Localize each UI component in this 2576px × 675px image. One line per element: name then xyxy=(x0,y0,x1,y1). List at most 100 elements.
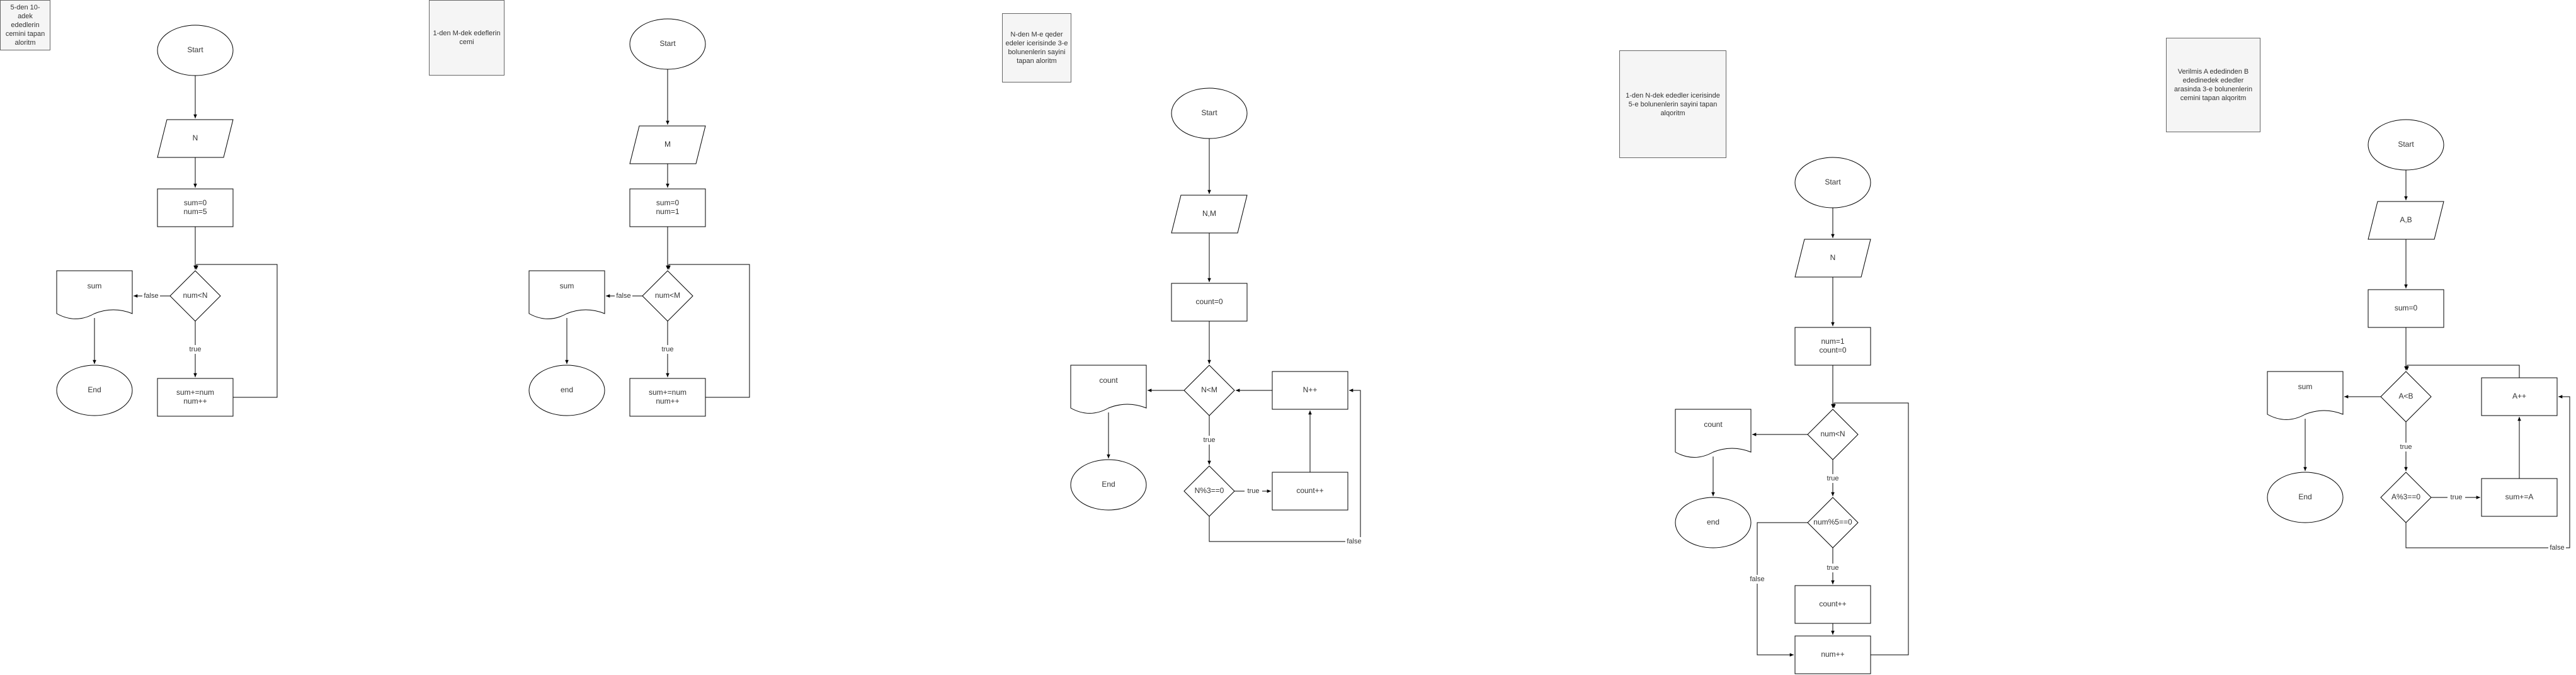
f1-init-process-label: sum=0 xyxy=(184,198,207,207)
f5-condition xyxy=(2380,371,2432,423)
f5-increment-a xyxy=(2481,377,2558,416)
f5-true-label-bg xyxy=(2397,443,2415,451)
f5-sum-accumulate-label: sum+=A xyxy=(2505,492,2534,501)
f4-divisible-check xyxy=(1807,497,1859,548)
f4-true-label-bg xyxy=(1824,474,1842,483)
f4-false-label-bg xyxy=(1748,575,1766,584)
f2-loop-body-label: sum+=num xyxy=(649,388,687,397)
f4-input-n xyxy=(1794,239,1871,278)
f2-output-sum xyxy=(528,270,605,319)
f5-end-terminal-label: End xyxy=(2298,492,2311,501)
f5-edge-inc-cond xyxy=(2405,365,2520,378)
f1-input-n-label: N xyxy=(193,133,198,142)
f1-start-terminal xyxy=(157,25,234,76)
f3-condition xyxy=(1183,365,1235,416)
f1-edge-loopback xyxy=(195,264,278,398)
f1-output-sum xyxy=(56,270,133,319)
f3-output-count xyxy=(1070,365,1147,414)
f1-init-process-label: num=5 xyxy=(183,207,207,216)
f2-output-sum-label: sum xyxy=(560,281,574,290)
f4-input-n-label: N xyxy=(1830,253,1836,262)
f4-edge-false xyxy=(1757,522,1808,657)
f2-true-label: true xyxy=(662,346,674,353)
f3-divisible-check xyxy=(1183,465,1235,517)
f5-edge-false xyxy=(2405,395,2570,548)
f1-loop-body-label: num++ xyxy=(183,397,207,406)
f2-init-process-label: sum=0 xyxy=(656,198,680,207)
f2-false-label: false xyxy=(616,292,630,300)
f5-true-label-2-bg xyxy=(2448,493,2465,502)
f5-true-label-2: true xyxy=(2451,494,2463,501)
f3-count-increment-label: count++ xyxy=(1296,486,1323,495)
f5-sum-accumulate xyxy=(2481,478,2558,517)
f3-false-label-bg xyxy=(1345,537,1363,546)
f4-num-increment-label: num++ xyxy=(1821,650,1844,659)
f4-end-terminal-label: end xyxy=(1707,518,1719,526)
f4-init-process-label: count=0 xyxy=(1819,346,1846,355)
f5-start-terminal-label: Start xyxy=(2398,140,2414,149)
f4-num-increment xyxy=(1794,635,1871,674)
f3-output-count-label: count xyxy=(1099,376,1118,385)
f5-increment-a-label: A++ xyxy=(2512,392,2526,400)
note-flowchart-1: 5-den 10-adek ededlerin cemini tapan alo… xyxy=(0,0,50,50)
f4-edge-loopback xyxy=(1832,402,1909,655)
f3-input-nm-label: N,M xyxy=(1202,209,1216,218)
f1-false-label-bg xyxy=(142,292,160,300)
f2-input-m xyxy=(629,125,706,164)
f1-condition xyxy=(169,270,221,322)
f2-end-terminal xyxy=(528,365,605,416)
f5-input-ab-label: A,B xyxy=(2400,215,2412,224)
f3-end-terminal xyxy=(1070,459,1147,511)
f3-divisible-check-label: N%3==0 xyxy=(1195,486,1224,495)
f3-count-increment xyxy=(1272,472,1348,511)
f4-count-increment xyxy=(1794,585,1871,624)
f1-condition-label: num<N xyxy=(183,291,207,300)
f4-true-label: true xyxy=(1827,475,1839,482)
f5-end-terminal xyxy=(2267,472,2344,523)
f5-false-label: false xyxy=(2550,544,2564,552)
f1-end-terminal-label: End xyxy=(88,385,101,394)
f5-divisible-check-label: A%3==0 xyxy=(2391,492,2420,501)
f2-loop-body xyxy=(629,378,706,417)
f3-increment-n-label: N++ xyxy=(1303,385,1318,394)
f1-loop-body-label: sum+=num xyxy=(176,388,214,397)
f5-init-process-label: sum=0 xyxy=(2395,303,2418,312)
f2-condition xyxy=(642,270,693,322)
f5-condition-label: A<B xyxy=(2398,392,2413,400)
f3-increment-n xyxy=(1272,371,1348,410)
f2-false-label-bg xyxy=(615,292,632,300)
f2-true-label-bg xyxy=(659,345,676,354)
f2-edge-loopback xyxy=(667,264,750,398)
f4-start-terminal-label: Start xyxy=(1825,178,1841,186)
f2-end-terminal-label: end xyxy=(561,385,573,394)
note-flowchart-5: Verilmis A ededinden B ededinedek ededle… xyxy=(2166,38,2260,132)
f3-init-process xyxy=(1171,283,1248,322)
f4-end-terminal xyxy=(1675,497,1752,548)
f2-start-terminal xyxy=(629,18,706,70)
f2-init-process xyxy=(629,188,706,227)
f2-init-process-label: num=1 xyxy=(656,207,679,216)
f4-condition xyxy=(1807,409,1859,460)
f1-init-process xyxy=(157,188,234,227)
f1-start-terminal-label: Start xyxy=(187,45,203,54)
f1-loop-body xyxy=(157,378,234,417)
f1-output-sum-label: sum xyxy=(88,281,102,290)
f3-input-nm xyxy=(1171,195,1248,234)
f3-edge-false xyxy=(1209,389,1361,542)
f4-condition-label: num<N xyxy=(1820,429,1845,438)
f2-input-m-label: M xyxy=(664,140,671,149)
f3-true-label-bg xyxy=(1200,436,1218,445)
f5-divisible-check xyxy=(2380,472,2432,523)
f5-output-sum xyxy=(2267,371,2344,420)
f4-output-count xyxy=(1675,409,1752,458)
f1-false-label: false xyxy=(144,292,158,300)
f2-start-terminal-label: Start xyxy=(659,39,676,48)
f3-init-process-label: count=0 xyxy=(1195,297,1222,306)
f2-condition-label: num<M xyxy=(655,291,680,300)
note-flowchart-4: 1-den N-dek ededler icerisinde 5-e bolun… xyxy=(1619,50,1726,158)
f2-loop-body-label: num++ xyxy=(656,397,679,406)
f4-output-count-label: count xyxy=(1704,420,1723,429)
f4-true-label-2-bg xyxy=(1824,564,1842,572)
note-flowchart-3: N-den M-e qeder edeler icerisinde 3-e bo… xyxy=(1002,13,1071,82)
f1-true-label: true xyxy=(190,346,202,353)
